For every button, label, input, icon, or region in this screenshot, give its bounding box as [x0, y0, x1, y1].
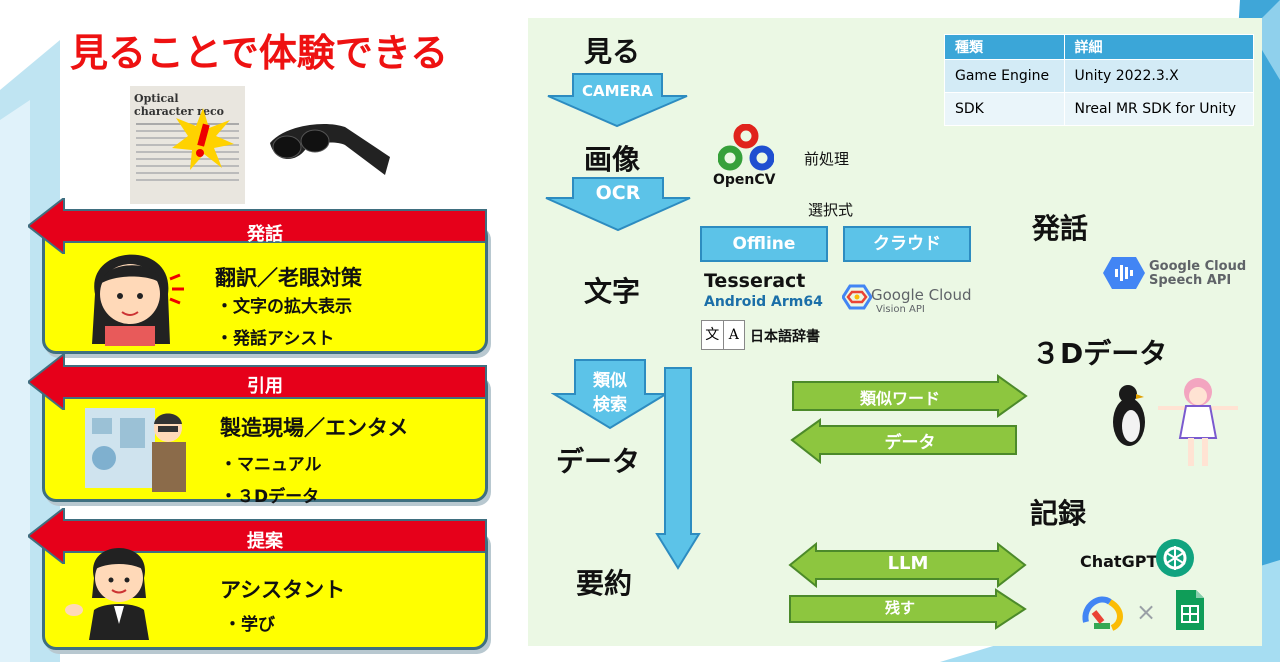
spec-cell: Nreal MR SDK for Unity	[1063, 92, 1255, 126]
google-cloud-icon	[842, 284, 872, 310]
speech-title: 発話	[1032, 212, 1089, 245]
opencv-logo-icon	[718, 124, 774, 171]
similar-word-label: 類似ワード	[859, 389, 940, 408]
speech-api-label-2: Speech API	[1149, 273, 1232, 288]
data-return-label: データ	[884, 433, 936, 453]
spec-header: 種類	[944, 34, 1065, 60]
card-speech-header: 発話	[247, 224, 283, 245]
selectable-label: 選択式	[808, 201, 854, 219]
flow-see: 見る	[584, 35, 641, 68]
tesseract-label: Tesseract	[704, 270, 806, 292]
penguin-icon	[1113, 385, 1145, 446]
ocr-down-arrow	[545, 177, 691, 232]
record-title: 記録	[1030, 497, 1087, 530]
flow-image: 画像	[584, 143, 641, 176]
ocr-photo: Optical character reco	[130, 86, 245, 204]
apps-script-icon	[1082, 596, 1123, 631]
card-suggest-item: ・学び	[224, 615, 275, 635]
similar-search-label-2: 検索	[593, 395, 627, 415]
times-symbol: ×	[1136, 598, 1157, 626]
llm-double-arrow	[788, 542, 1027, 588]
speech-api-icon	[1103, 257, 1145, 289]
dictionary-icon: 文 A	[701, 320, 745, 350]
save-arrow	[789, 588, 1027, 630]
card-speech-item: ・文字の拡大表示	[216, 297, 352, 317]
card-suggest-title: アシスタント	[220, 578, 346, 602]
summary-long-down-arrow	[655, 367, 701, 570]
flow-summary: 要約	[576, 567, 633, 600]
businesswoman-icon	[65, 548, 149, 640]
similar-word-arrow	[792, 374, 1028, 418]
tesseract-sub-label: Android Arm64	[704, 294, 823, 310]
similar-search-label-1: 類似	[593, 371, 627, 391]
3d-character-icon	[1158, 378, 1238, 466]
flow-data: データ	[556, 445, 641, 478]
card-speech-header-arrow	[28, 198, 487, 254]
camera-down-arrow	[547, 73, 688, 128]
spec-header: 詳細	[1063, 34, 1255, 60]
google-sheets-icon	[1176, 590, 1204, 630]
preprocess-label: 前処理	[804, 150, 850, 168]
similar-search-down-arrow	[551, 359, 669, 430]
chatgpt-icon	[1156, 539, 1194, 577]
spec-cell: SDK	[944, 92, 1065, 126]
card-speech-title: 翻訳／老眼対策	[215, 266, 362, 290]
google-vision-label: Google Cloud	[871, 286, 972, 304]
card-quote-header-arrow	[28, 354, 487, 410]
save-label: 残す	[884, 599, 915, 617]
card-suggest-header-arrow	[28, 508, 487, 564]
card-quote-title: 製造現場／エンタメ	[220, 416, 409, 440]
spec-table: 種類 詳細 Game Engine Unity 2022.3.X SDK Nre…	[944, 34, 1255, 126]
dictionary-icon-glyph: 文	[702, 321, 724, 349]
llm-label: LLM	[887, 553, 929, 574]
card-suggest-header: 提案	[247, 531, 283, 552]
flow-text: 文字	[584, 275, 641, 308]
card-quote-header: 引用	[247, 376, 283, 397]
offline-box: Offline	[700, 226, 828, 262]
exclamation-icon	[172, 108, 234, 170]
dictionary-label: 日本語辞書	[750, 329, 820, 345]
card-quote-item: ・マニュアル	[220, 455, 322, 475]
ocr-label: OCR	[595, 182, 641, 204]
woman-speaking-icon	[92, 254, 184, 346]
card-quote-item: ・３Dデータ	[220, 487, 320, 507]
cloud-box: クラウド	[843, 226, 971, 262]
google-vision-sub-label: Vision API	[876, 304, 925, 315]
data3d-title: ３Dデータ	[1032, 337, 1168, 370]
spec-cell: Game Engine	[944, 59, 1065, 93]
page-title: 見ることで体験できる	[70, 31, 449, 75]
camera-label: CAMERA	[582, 82, 653, 100]
chatgpt-label: ChatGPT	[1080, 552, 1158, 571]
opencv-label: OpenCV	[713, 172, 776, 188]
speech-api-label-1: Google Cloud	[1149, 259, 1247, 274]
spec-cell: Unity 2022.3.X	[1063, 59, 1255, 93]
data-return-arrow	[790, 418, 1017, 464]
dictionary-icon-glyph: A	[728, 327, 739, 343]
card-speech-item: ・発話アシスト	[216, 329, 335, 349]
ar-glasses-icon	[270, 123, 390, 175]
factory-worker-icon	[85, 408, 186, 492]
